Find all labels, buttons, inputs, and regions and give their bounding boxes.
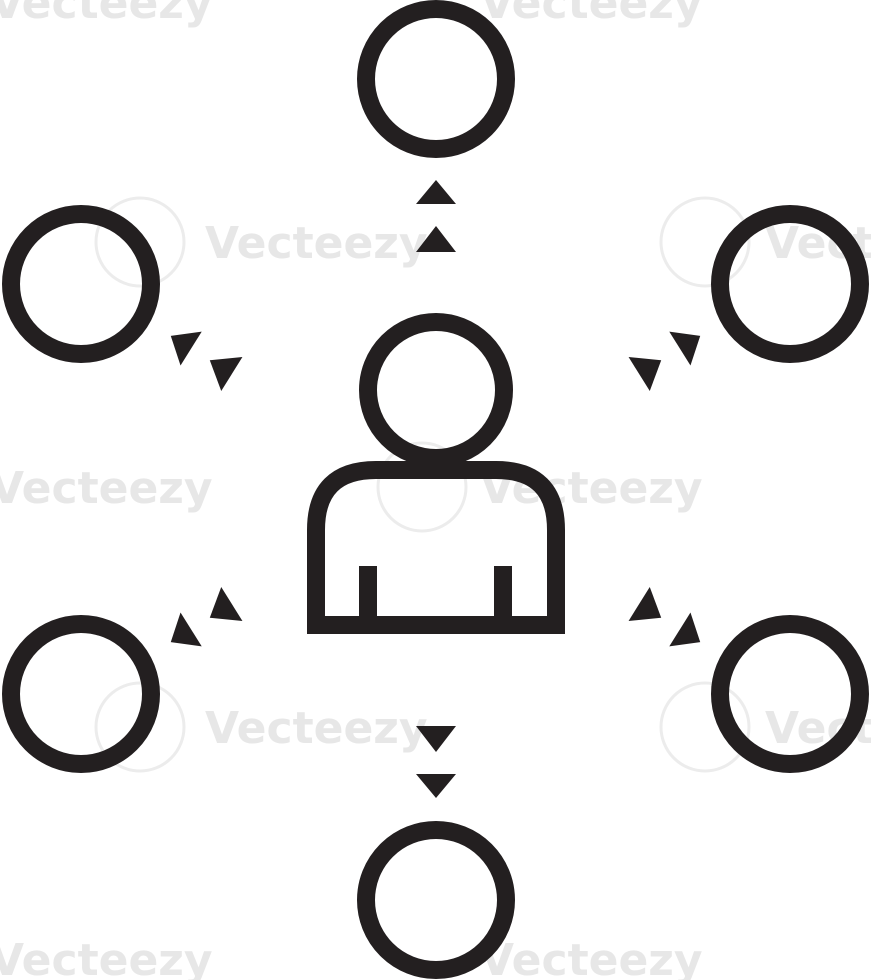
person-body	[307, 461, 565, 634]
watermark-text: Vecteezy	[0, 0, 213, 29]
node-bottom	[357, 821, 515, 979]
watermark-text: Vecteezy	[480, 0, 703, 29]
watermark-logo-icon	[94, 196, 751, 773]
watermark-text: Vecteezy	[0, 463, 213, 514]
node-lower-left	[2, 615, 160, 773]
watermark-text: Vecteezy	[205, 703, 428, 754]
arrow-head-icon	[416, 180, 456, 204]
connector-lower-right	[628, 587, 701, 647]
connector-top	[416, 180, 456, 252]
arrow-head-icon	[209, 587, 243, 621]
connector-upper-left	[170, 331, 243, 391]
watermark-text: Vecteezy	[0, 935, 213, 980]
connector-upper-right	[628, 331, 701, 391]
node-top	[357, 0, 515, 158]
arrow-head-icon	[170, 331, 202, 366]
arrow-head-icon	[416, 774, 456, 798]
arrow-head-icon	[416, 226, 456, 252]
arrow-head-icon	[170, 612, 202, 647]
arrow-head-icon	[416, 726, 456, 752]
watermark-text: Vecteezy	[205, 218, 428, 269]
arrow-head-icon	[669, 612, 701, 647]
arrow-head-icon	[209, 357, 243, 391]
person-icon	[307, 313, 565, 634]
node-lower-right	[711, 615, 869, 773]
arrow-head-icon	[669, 331, 701, 366]
node-upper-left	[2, 205, 160, 363]
node-upper-right	[711, 205, 869, 363]
arrow-head-icon	[628, 357, 662, 391]
connector-bottom	[416, 726, 456, 798]
arrow-head-icon	[628, 587, 662, 621]
person-head	[359, 313, 513, 467]
connector-lower-left	[170, 587, 243, 647]
watermark-text: Vecteezy	[480, 935, 703, 980]
